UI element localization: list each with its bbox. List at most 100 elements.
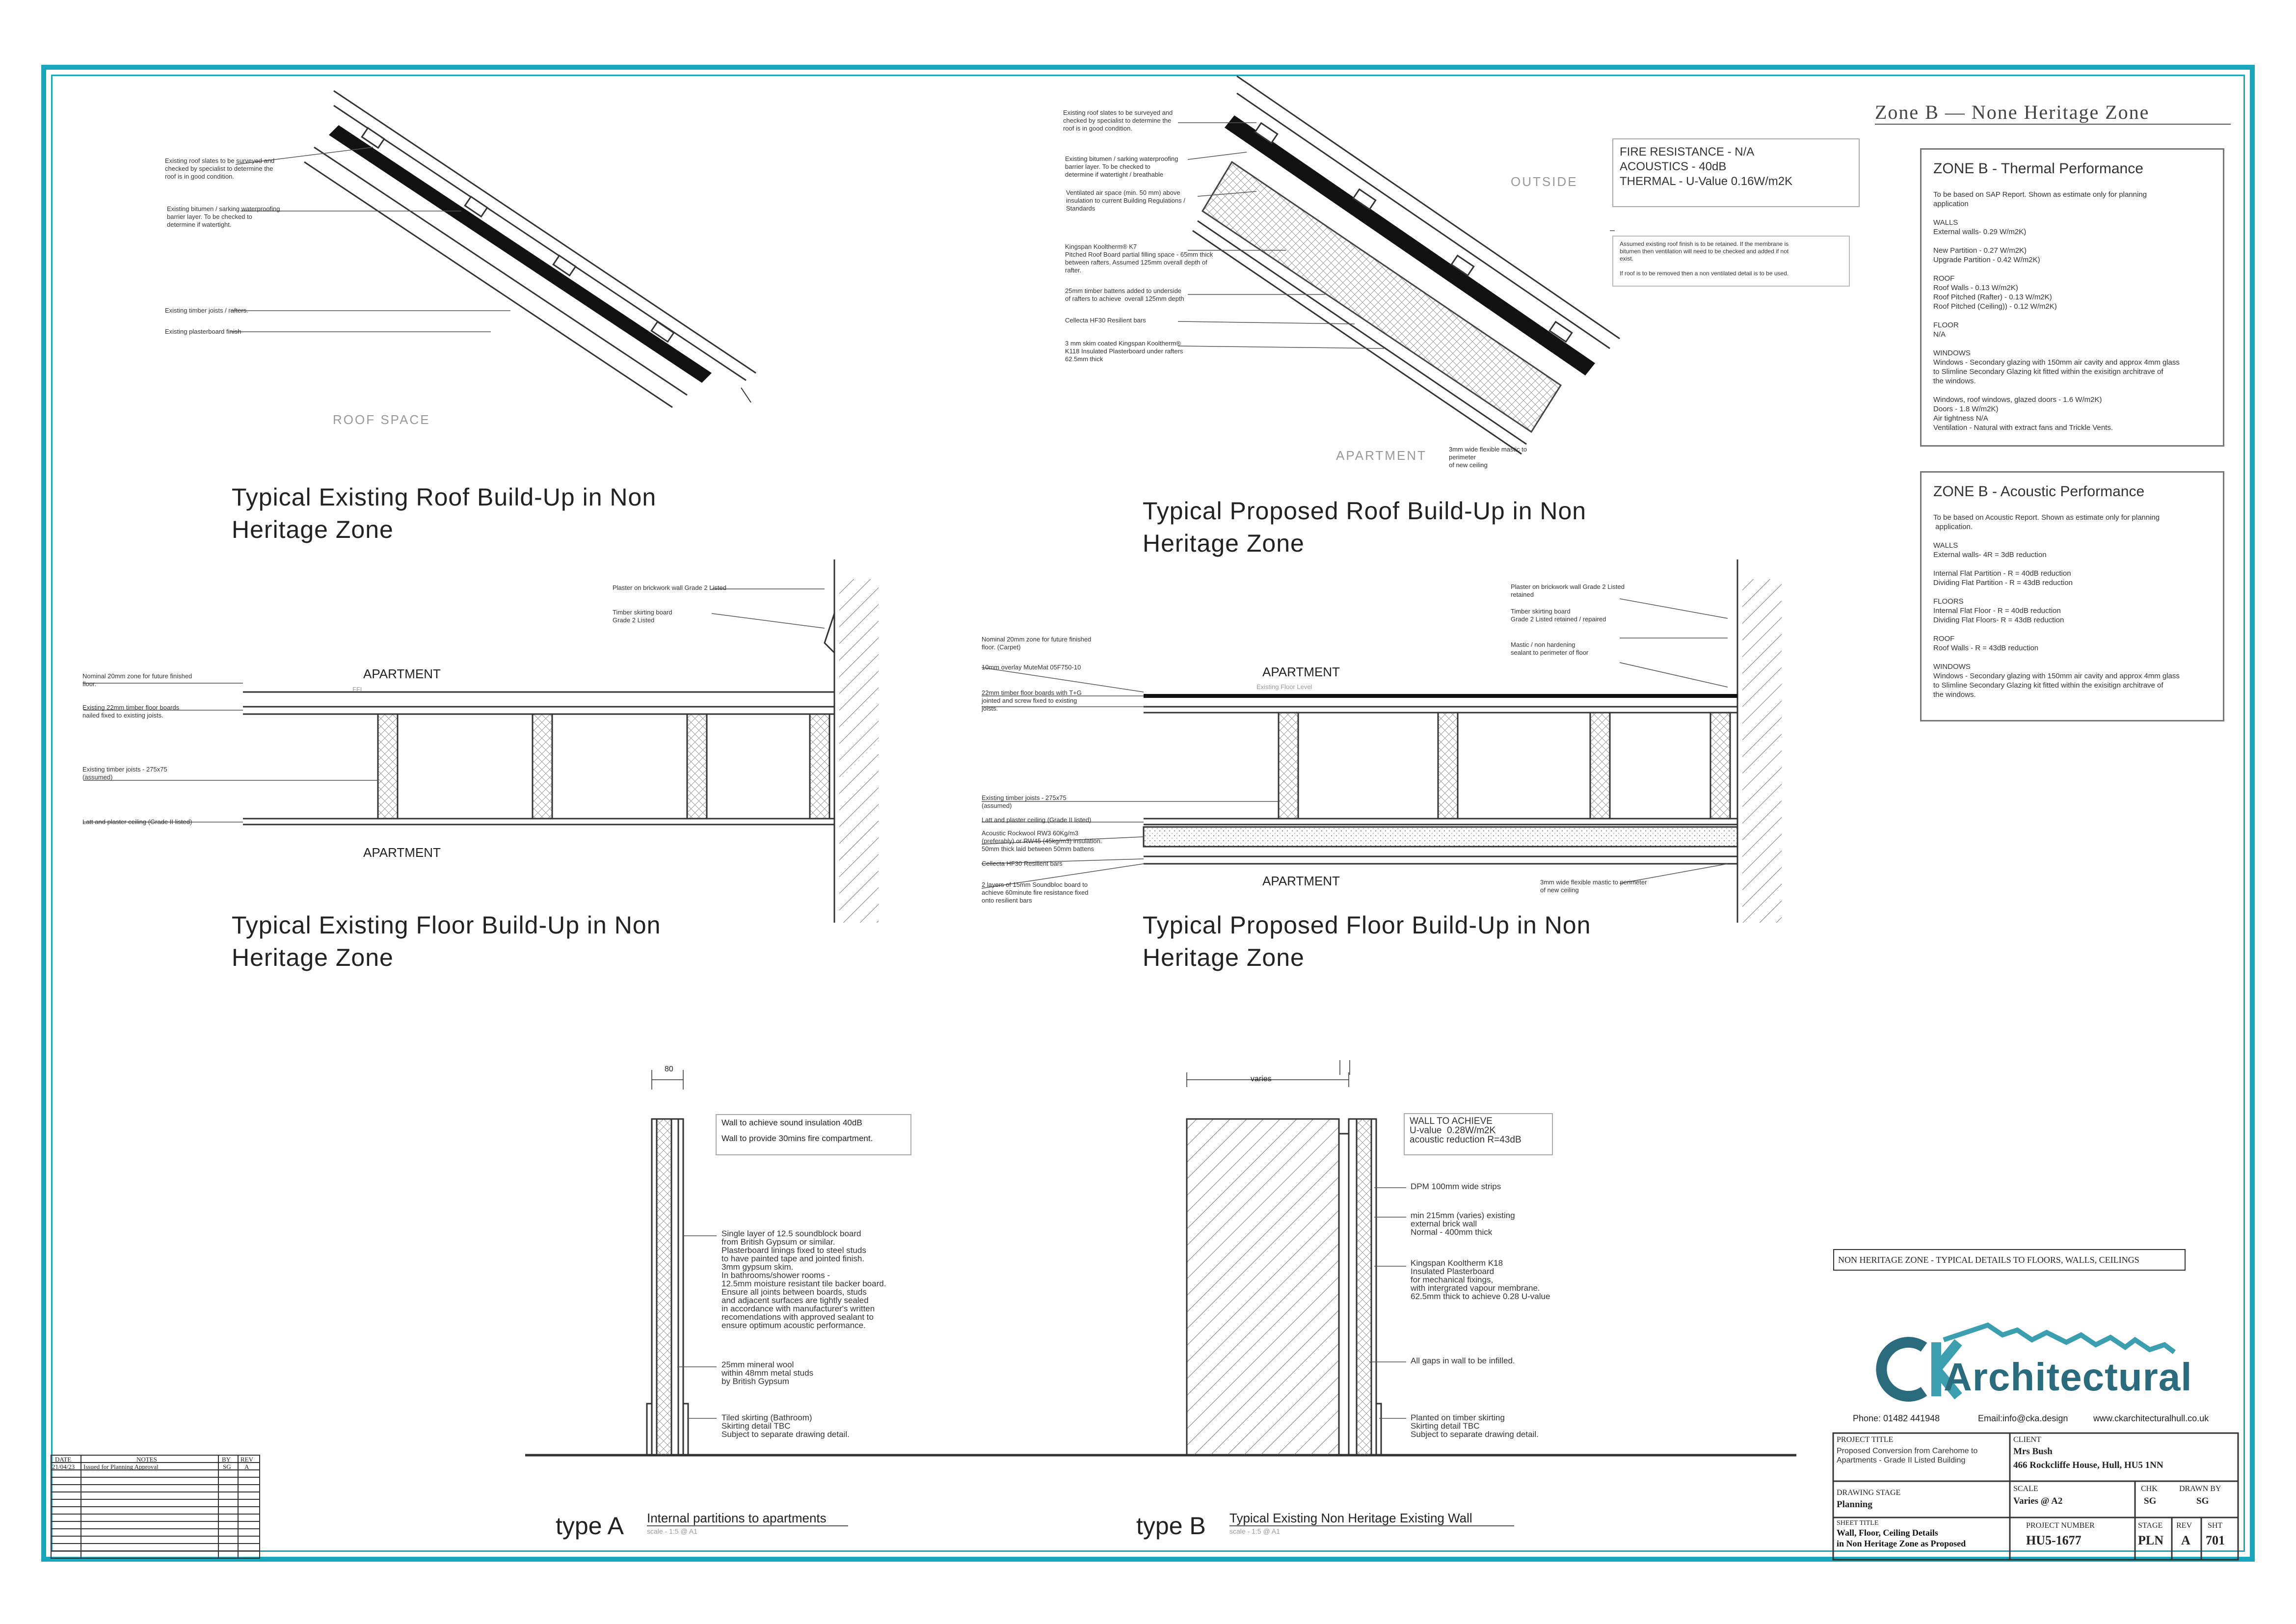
sheet-title-label: SHEET TITLE — [1837, 1519, 1879, 1527]
thermal-performance-box: ZONE B - Thermal Performance To be based… — [1920, 148, 2224, 447]
existing-roof-note-3: Existing timber joists / rafters. — [165, 307, 248, 314]
logo-email: Email:info@cka.design — [1978, 1413, 2068, 1423]
type-b-dimension: varies — [1251, 1075, 1272, 1083]
chk-value: SG — [2144, 1496, 2157, 1506]
existing-floor-note-3: Existing timber joists - 275x75 (assumed… — [82, 766, 167, 781]
existing-floor-note-1: Nominal 20mm zone for future finished fl… — [82, 672, 192, 688]
type-a-caption-underline — [647, 1525, 848, 1526]
existing-floor-level-label: Existing Floor Level — [1256, 683, 1312, 691]
type-b-note-3: min 215mm (varies) existing external bri… — [1411, 1211, 1515, 1237]
proposed-floor-right-note-3: Mastic / non hardening sealant to perime… — [1511, 641, 1589, 656]
logo-wordmark: Architectural — [1944, 1355, 2192, 1399]
proposed-floor-note-8: 2 layers of 15mm Soundbloc board to achi… — [982, 881, 1089, 904]
drawing-stage: Planning — [1837, 1499, 1872, 1510]
proposed-floor-apartment-top: APARTMENT — [1262, 665, 1340, 679]
sht-label: SHT — [2208, 1521, 2223, 1530]
roof-performance-frame — [1612, 138, 1860, 207]
sheet-title: Wall, Floor, Ceiling Details in Non Heri… — [1837, 1528, 1966, 1548]
outside-label: OUTSIDE — [1511, 174, 1578, 189]
roof-apartment-label: APARTMENT — [1336, 448, 1427, 463]
proposed-roof-drawing — [1192, 75, 1620, 455]
existing-roof-note-2: Existing bitumen / sarking waterproofing… — [167, 205, 280, 228]
type-a-note-2: Wall to provide 30mins fire compartment. — [721, 1134, 873, 1143]
proposed-roof-title: Typical Proposed Roof Build-Up in Non He… — [1143, 497, 1587, 557]
stage-code-label: STAGE — [2138, 1521, 2163, 1530]
title-block-grid — [1832, 1432, 2239, 1561]
proposed-floor-note-2: 10mm overlay MuteMat 05F750-10 — [982, 664, 1081, 671]
proposed-roof-mastic-note: 3mm wide flexible mastic to perimeter of… — [1449, 446, 1527, 469]
rev-header-notes: NOTES — [136, 1456, 157, 1463]
existing-roof-drawing — [304, 90, 756, 408]
roof-space-label: ROOF SPACE — [333, 412, 430, 427]
type-a-note-1: Wall to achieve sound insulation 40dB — [721, 1118, 862, 1127]
proposed-floor-title: Typical Proposed Floor Build-Up in Non H… — [1143, 911, 1591, 971]
proposed-roof-note-2: Existing bitumen / sarking waterproofing… — [1065, 155, 1178, 178]
type-b-note-6: Planted on timber skirting Skirting deta… — [1411, 1413, 1539, 1439]
acoustics-rating: ACOUSTICS - 40dB — [1620, 160, 1727, 173]
project-title: Proposed Conversion from Carehome to Apa… — [1837, 1447, 1978, 1464]
roof-assumption-note: Assumed existing roof finish is to be re… — [1620, 240, 1789, 277]
acoustic-box-title: ZONE B - Acoustic Performance — [1933, 483, 2145, 500]
rev-row-by: SG — [223, 1463, 231, 1470]
sht-value: 701 — [2206, 1533, 2225, 1547]
proposed-floor-drawing — [1143, 559, 1782, 923]
type-a-note-5: Tiled skirting (Bathroom) Skirting detai… — [721, 1413, 850, 1439]
rev-header-by: BY — [222, 1456, 231, 1463]
proposed-floor-note-7: Cellecta HF30 Resilient bars — [982, 860, 1063, 867]
acoustic-box-body: To be based on Acoustic Report. Shown as… — [1933, 513, 2180, 699]
project-number-label: PROJECT NUMBER — [2026, 1521, 2095, 1530]
type-a-dimension: 80 — [665, 1065, 673, 1073]
rev-row-date: 21/04/23 — [52, 1463, 75, 1470]
drawn-by-value: SG — [2196, 1496, 2209, 1506]
type-a-wall-drawing — [525, 1070, 1796, 1457]
existing-floor-apartment-top: APARTMENT — [363, 666, 441, 681]
existing-floor-right-note-2: Timber skirting board Grade 2 Listed — [613, 609, 672, 624]
zone-heading-underline — [1875, 124, 2231, 125]
sheet-banner: NON HERITAGE ZONE - TYPICAL DETAILS TO F… — [1833, 1249, 2186, 1271]
acoustic-performance-box: ZONE B - Acoustic Performance To be base… — [1920, 471, 2224, 721]
rev-value: A — [2181, 1533, 2190, 1547]
type-a-requirements-frame — [716, 1114, 911, 1155]
existing-floor-drawing — [243, 559, 879, 923]
proposed-roof-note-5: 25mm timber battens added to underside o… — [1065, 287, 1184, 302]
fire-resistance: FIRE RESISTANCE - N/A — [1620, 145, 1755, 159]
proposed-roof-note-6: Cellecta HF30 Resilient bars — [1065, 317, 1146, 324]
scale-label: SCALE — [2013, 1485, 2038, 1493]
logo-web: www.ckarchitecturalhull.co.uk — [2093, 1413, 2209, 1423]
existing-floor-title: Typical Existing Floor Build-Up in Non H… — [232, 911, 661, 971]
proposed-floor-note-5: Latt and plaster ceiling (Grade II liste… — [982, 816, 1092, 824]
thermal-box-title: ZONE B - Thermal Performance — [1933, 160, 2143, 177]
type-b-note-4: Kingspan Kooltherm K18 Insulated Plaster… — [1411, 1258, 1550, 1301]
type-a-caption: Internal partitions to apartments — [647, 1511, 827, 1525]
proposed-floor-note-1: Nominal 20mm zone for future finished fl… — [982, 636, 1092, 651]
proposed-floor-note-4: Existing timber joists - 275x75 (assumed… — [982, 794, 1067, 809]
type-b-note-2: DPM 100mm wide strips — [1411, 1182, 1501, 1191]
rev-row-notes: Issued for Planning Approval — [83, 1463, 159, 1470]
type-b-note-5: All gaps in wall to be infilled. — [1411, 1356, 1515, 1365]
type-a-note-4: 25mm mineral wool within 48mm metal stud… — [721, 1360, 814, 1386]
existing-floor-right-note-1: Plaster on brickwork wall Grade 2 Listed — [613, 584, 726, 591]
type-a-scale: scale - 1:5 @ A1 — [647, 1527, 697, 1535]
client-address: 466 Rockcliffe House, Hull, HU5 1NN — [2013, 1460, 2163, 1470]
proposed-roof-note-3: Ventilated air space (min. 50 mm) above … — [1066, 189, 1185, 212]
chk-label: CHK — [2141, 1485, 2158, 1493]
existing-roof-note-1: Existing roof slates to be surveyed and … — [165, 157, 275, 180]
drawing-stage-label: DRAWING STAGE — [1837, 1489, 1901, 1497]
existing-floor-apartment-bottom: APARTMENT — [363, 845, 441, 860]
client-name: Mrs Bush — [2013, 1446, 2053, 1457]
type-b-caption-underline — [1229, 1525, 1514, 1526]
zone-heading: Zone B — None Heritage Zone — [1875, 101, 2150, 123]
existing-floor-note-2: Existing 22mm timber floor boards nailed… — [82, 704, 180, 719]
type-a-label: type A — [556, 1512, 624, 1540]
drawn-by-label: DRAWN BY — [2179, 1485, 2221, 1493]
type-b-wall-drawing — [1186, 1060, 1382, 1456]
rev-label: REV — [2176, 1521, 2192, 1530]
scale-value: Varies @ A2 — [2013, 1496, 2063, 1506]
ck-logo-icon — [1876, 1322, 2176, 1402]
existing-roof-note-4: Existing plasterboard finish — [165, 328, 241, 335]
proposed-floor-note-3: 22mm timber floor boards with T+G jointe… — [982, 689, 1082, 712]
roof-performance-box: FIRE RESISTANCE - N/A ACOUSTICS - 40dB T… — [1620, 145, 1792, 189]
rev-header-rev: REV — [240, 1456, 253, 1463]
proposed-floor-right-note-2: Timber skirting board Grade 2 Listed ret… — [1511, 608, 1606, 623]
